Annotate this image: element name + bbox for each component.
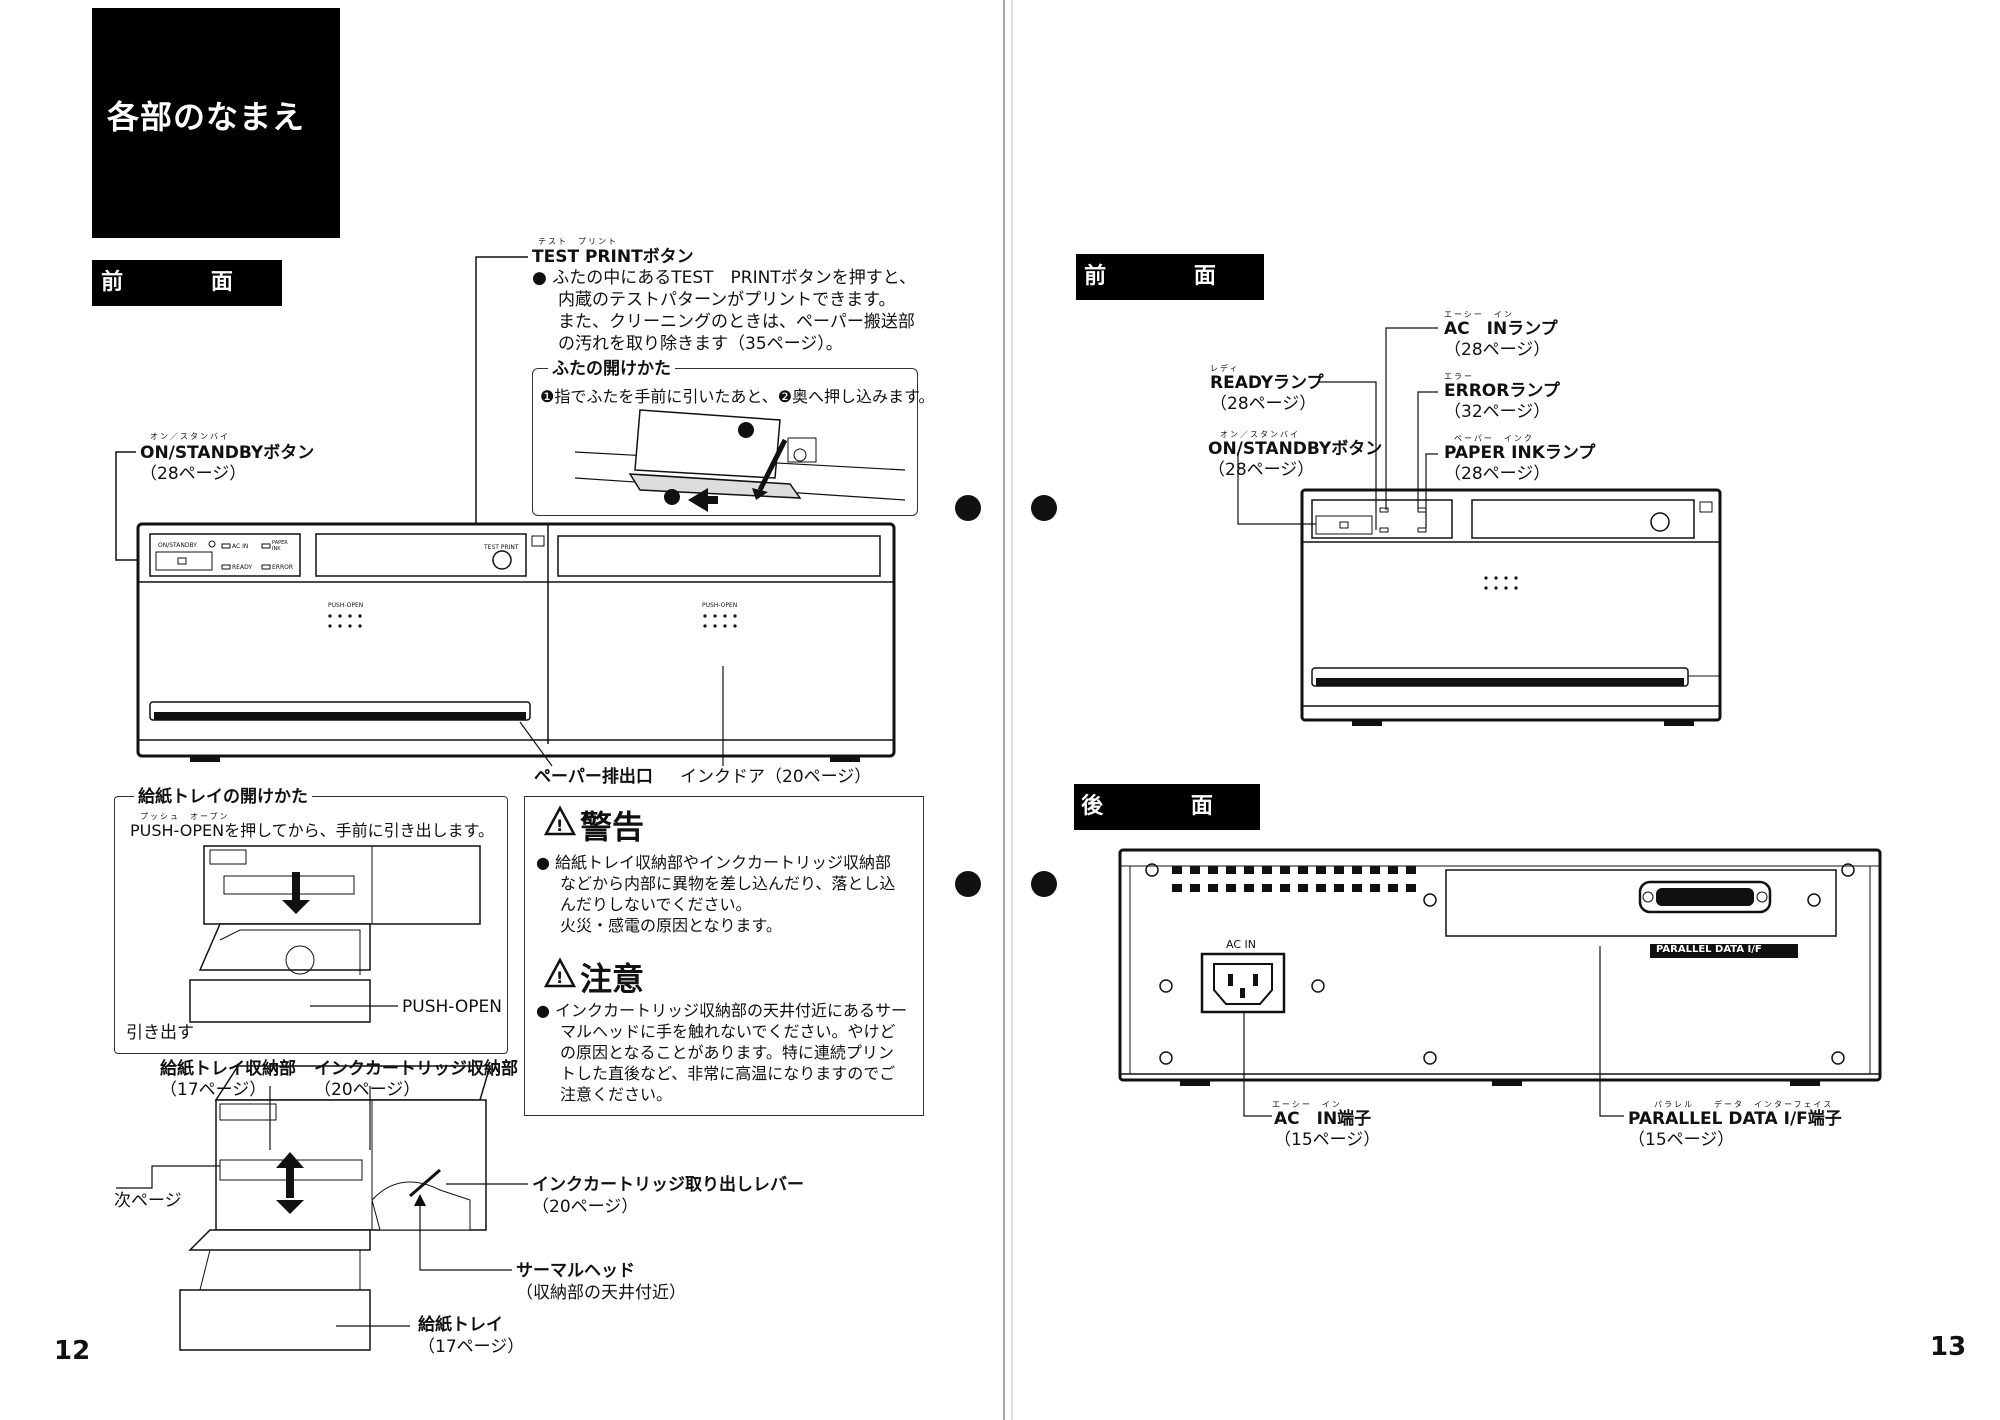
thermal-head-page: （収納部の天井付近）: [516, 1283, 686, 1303]
ac-in-lamp-ruby: エーシー イン: [1444, 310, 1514, 319]
page-number-right: 13: [1930, 1332, 1967, 1362]
printer-right-illustration: [1118, 327, 1882, 1117]
caution-line-1: ● インクカートリッジ収納部の天井付近にあるサー: [536, 1001, 908, 1020]
paper-ink-lamp-label: PAPER INKランプ: [1444, 443, 1596, 463]
svg-text:!: !: [556, 816, 563, 835]
thermal-head-label: サーマルヘッド: [516, 1261, 635, 1281]
ac-in-lamp-page: （28ページ）: [1444, 340, 1551, 360]
ac-in-terminal-ruby: エーシー イン: [1272, 1100, 1342, 1109]
ready-lamp-page: （28ページ）: [1210, 394, 1317, 414]
panel-paper-ink: PAPER INK: [272, 540, 288, 552]
ink-storage-page: （20ページ）: [314, 1080, 421, 1100]
tray-storage-page: （17ページ）: [160, 1080, 267, 1100]
warning-line-3: んだりしないでください。: [560, 895, 752, 914]
panel-error: ERROR: [272, 564, 294, 571]
rear-label: 後 面: [1074, 784, 1260, 830]
next-page-label: 次ページ: [114, 1191, 182, 1211]
caution-line-4: トした直後など、非常に高温になりますのでご: [560, 1064, 896, 1083]
parallel-terminal-label: PARALLEL DATA I/F端子: [1628, 1109, 1842, 1129]
tray-pull: 引き出す: [126, 1023, 194, 1043]
parallel-terminal-ruby: パラレル データ インターフェイス: [1654, 1100, 1834, 1109]
test-print-desc-3: また、クリーニングのときは、ペーパー搬送部: [558, 312, 915, 332]
ac-in-terminal-label: AC IN端子: [1274, 1109, 1372, 1129]
paper-ink-lamp-ruby: ペーパー インク: [1454, 434, 1534, 443]
tray-open-desc: PUSH-OPENを押してから、手前に引き出します。: [130, 821, 495, 840]
ink-storage-label: インクカートリッジ収納部: [314, 1059, 518, 1079]
caution-line-2: マルヘッドに手を触れないでください。やけど: [560, 1022, 896, 1041]
rear-parallel-label: PARALLEL DATA I/F: [1656, 944, 1762, 955]
error-lamp-label: ERRORランプ: [1444, 381, 1560, 401]
ready-lamp-ruby: レディ: [1210, 364, 1240, 373]
warning-line-1: ● 給紙トレイ収納部やインクカートリッジ収納部: [536, 853, 892, 872]
on-standby-page: （28ページ）: [140, 464, 247, 484]
lid-step: ❶指でふたを手前に引いたあと、❷奥へ押し込みます。: [540, 387, 935, 406]
page-number-left: 12: [54, 1336, 91, 1366]
parallel-terminal-page: （15ページ）: [1628, 1130, 1735, 1150]
test-print-desc-1: ● ふたの中にあるTEST PRINTボタンを押すと、: [532, 268, 917, 288]
panel-push-open-1: PUSH-OPEN: [328, 602, 364, 609]
ink-lever-page: （20ページ）: [532, 1197, 639, 1217]
printer-front-illustration: ! !: [115, 256, 906, 1351]
warning-title: 警告: [580, 808, 645, 846]
on-standby-label-right: ON/STANDBYボタン: [1208, 439, 1383, 459]
test-print-desc-4: の汚れを取り除きます（35ページ）。: [558, 334, 843, 354]
title-block: [92, 8, 340, 238]
panel-on-standby: ON/STANDBY: [158, 542, 197, 549]
caution-line-5: 注意ください。: [560, 1085, 673, 1104]
svg-text:!: !: [556, 968, 563, 987]
test-print-ruby: テスト プリント: [538, 237, 618, 246]
tray-open-ruby: プッシュ オープン: [140, 812, 230, 821]
caution-line-3: の原因となることがあります。特に連続プリン: [560, 1043, 894, 1062]
warning-box: [524, 796, 924, 1116]
lid-title: ふたの開けかた: [548, 358, 675, 380]
paper-ink-lamp-page: （28ページ）: [1444, 464, 1551, 484]
warning-line-4: 火災・感電の原因となります。: [560, 916, 782, 935]
test-print-desc-2: 内蔵のテストパターンがプリントできます。: [558, 290, 896, 310]
panel-test-print: TEST PRINT: [484, 544, 519, 551]
ink-lever-label: インクカートリッジ取り出しレバー: [532, 1175, 804, 1195]
ac-in-lamp-label: AC INランプ: [1444, 319, 1558, 339]
ink-door-label: インクドア（20ページ）: [680, 767, 872, 787]
tray-page: （17ページ）: [418, 1337, 525, 1357]
on-standby-page-right: （28ページ）: [1208, 460, 1315, 480]
lid-box: [532, 368, 918, 516]
panel-ready: READY: [232, 564, 253, 571]
error-lamp-page: （32ページ）: [1444, 402, 1551, 422]
ready-lamp-label: READYランプ: [1210, 373, 1324, 393]
ac-in-terminal-page: （15ページ）: [1274, 1130, 1381, 1150]
right-front-label: 前 面: [1076, 254, 1264, 300]
on-standby-label: ON/STANDBYボタン: [140, 443, 315, 463]
error-lamp-ruby: エラー: [1444, 372, 1474, 381]
warning-line-2: などから内部に異物を差し込んだり、落とし込: [560, 874, 896, 893]
rear-ac-in-label: AC IN: [1226, 938, 1256, 951]
tray-storage-label: 給紙トレイ収納部: [160, 1059, 296, 1079]
tray-label: 給紙トレイ: [418, 1315, 503, 1335]
panel-push-open-2: PUSH-OPEN: [702, 602, 738, 609]
paper-exit-label: ペーパー排出口: [534, 767, 653, 787]
front-label: 前 面: [92, 260, 282, 306]
panel-ac-in: AC IN: [232, 543, 249, 550]
page-title: 各部のなまえ: [107, 98, 306, 136]
tray-open-title: 給紙トレイの開けかた: [134, 786, 312, 808]
test-print-label: TEST PRINTボタン: [532, 247, 694, 267]
tray-push-open: PUSH-OPEN: [402, 997, 502, 1017]
on-standby-ruby-right: オン／スタンバイ: [1220, 430, 1300, 439]
on-standby-ruby: オン／スタンバイ: [150, 432, 230, 441]
caution-title: 注意: [580, 960, 645, 998]
